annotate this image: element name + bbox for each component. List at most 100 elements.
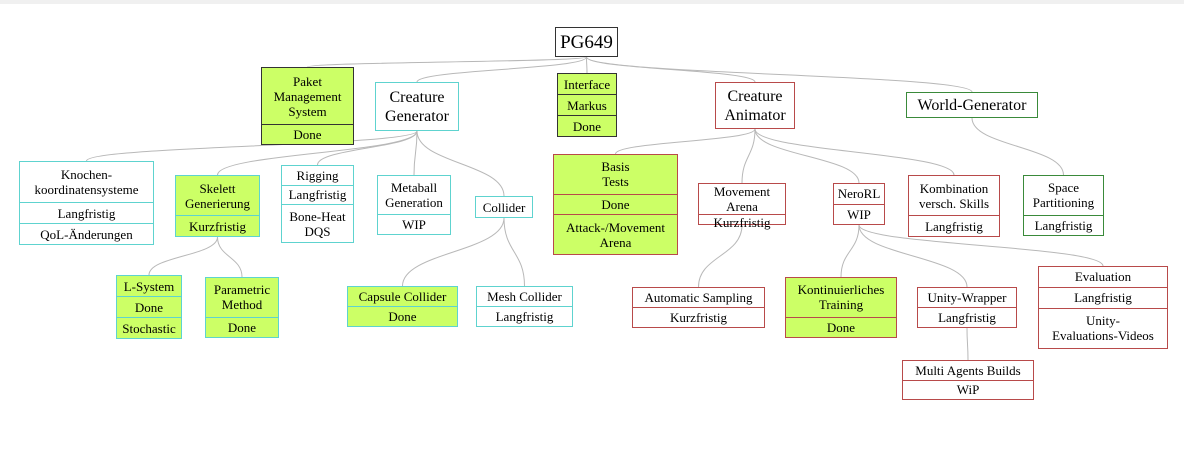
node-label: Langfristig: [1024, 214, 1103, 235]
node-label: Done: [262, 124, 353, 144]
edge-root-interface: [586, 56, 588, 74]
node-label: Creature Generator: [385, 88, 449, 125]
node-label: L-System: [123, 278, 175, 294]
node-label: WIP: [378, 214, 450, 234]
edge-movement-sampling: [698, 224, 743, 288]
edge-root-world_gen: [586, 56, 973, 93]
node-label: Done: [554, 193, 677, 214]
top-divider: [0, 0, 1184, 4]
node-label: Unity- Evaluations-Videos: [1039, 307, 1167, 349]
node-label: Done: [117, 296, 181, 317]
node-label: PG649: [560, 31, 613, 53]
node-label: Markus: [558, 94, 616, 115]
node-label: Unity-Wrapper: [927, 290, 1007, 305]
node-label: WiP: [903, 379, 1033, 400]
edge-creature_anim-basis: [615, 128, 756, 155]
node-label: Kurzfristig: [699, 214, 785, 230]
node-label: Langfristig: [20, 202, 153, 223]
node-label: Langfristig: [909, 215, 999, 236]
edge-creature_gen-collider: [416, 130, 505, 197]
node-label: WIP: [834, 203, 884, 225]
node-label: Creature Animator: [724, 87, 786, 124]
node-label: Mesh Collider: [487, 289, 562, 304]
edge-nerorl-unity: [858, 224, 968, 288]
node-label: Parametric Method: [213, 282, 271, 313]
edge-creature_gen-rigging: [317, 130, 418, 166]
node-label: Interface: [563, 76, 611, 92]
node-label: Done: [348, 306, 457, 326]
node-label: NeroRL: [837, 186, 881, 202]
edge-root-creature_gen: [416, 56, 587, 83]
node-label: Done: [206, 316, 278, 337]
node-label: Langfristig: [477, 306, 572, 326]
node-label: Metaball Generation: [385, 180, 443, 210]
edge-nerorl-evaluation: [858, 224, 1104, 267]
node-label: Paket Management System: [273, 73, 342, 119]
node-label: Space Partitioning: [1032, 180, 1095, 211]
node-label: Stochastic: [117, 317, 181, 338]
edge-creature_anim-kombination: [754, 128, 955, 176]
node-label: Capsule Collider: [358, 289, 447, 304]
edge-skelett-lsystem: [148, 236, 218, 276]
edge-creature_anim-movement: [741, 128, 756, 184]
node-world-gen: World-Generator: [906, 92, 1038, 118]
node-label: Collider: [482, 199, 526, 215]
node-label: Kombination versch. Skills: [918, 180, 990, 211]
edge-skelett-parametric: [217, 236, 243, 278]
node-collider: Collider: [475, 196, 533, 218]
edge-root-paket: [307, 56, 587, 68]
node-creature-anim: Creature Animator: [715, 82, 795, 129]
node-label: Attack-/Movement Arena: [554, 214, 677, 254]
node-root: PG649: [555, 27, 618, 57]
node-label: Rigging: [296, 167, 339, 183]
edge-creature_gen-knochen: [86, 130, 418, 162]
node-label: Kontinuierliches Training: [797, 282, 885, 313]
edge-unity-multi: [966, 327, 969, 361]
node-label: World-Generator: [917, 96, 1027, 114]
node-creature-gen: Creature Generator: [375, 82, 459, 131]
node-label: Langfristig: [918, 307, 1016, 327]
edge-world_gen-space: [971, 117, 1064, 176]
node-label: Done: [558, 115, 616, 136]
node-label: Knochen- koordinatensysteme: [34, 167, 139, 197]
node-label: Skelett Generierung: [185, 180, 250, 211]
node-label: Bone-Heat DQS: [282, 204, 353, 242]
node-label: QoL-Änderungen: [20, 223, 153, 244]
node-label: Kurzfristig: [633, 307, 764, 327]
edge-creature_gen-metaball: [413, 130, 418, 176]
node-label: Automatic Sampling: [644, 290, 753, 305]
node-label: Langfristig: [1039, 286, 1167, 308]
node-label: Evaluation: [1074, 269, 1132, 285]
node-label: Done: [786, 316, 896, 337]
edge-collider-capsule: [402, 217, 505, 287]
node-label: Basis Tests: [601, 159, 630, 190]
edge-nerorl-kontinuierlich: [840, 224, 860, 278]
edge-creature_anim-nerorl: [754, 128, 860, 184]
node-label: Multi Agents Builds: [915, 362, 1021, 378]
edge-collider-mesh: [503, 217, 525, 287]
node-label: Langfristig: [282, 184, 353, 205]
node-label: Kurzfristig: [176, 215, 259, 236]
node-label: Movement Arena: [713, 184, 771, 214]
